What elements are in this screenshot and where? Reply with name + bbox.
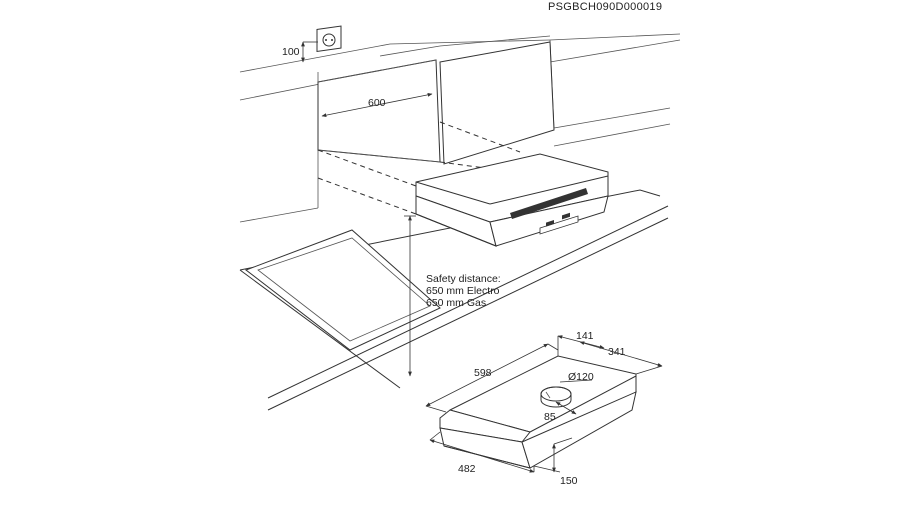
wall-cabinet-left xyxy=(317,59,441,163)
installed-hood xyxy=(415,153,609,247)
hood-width-dimension: 598 xyxy=(425,343,559,413)
wall-cabinet-right xyxy=(379,35,555,165)
safety-distance-title: Safety distance: xyxy=(426,273,501,285)
bottom-width-dimension: 482 xyxy=(429,431,535,475)
hood-depth-label: 341 xyxy=(608,346,626,358)
safety-distance-electro: 650 mm Electro xyxy=(426,285,500,297)
duct-offset-dimension: 85 xyxy=(544,401,577,423)
cabinet-width-dimension: 600 xyxy=(321,92,433,118)
duct-offset-label: 85 xyxy=(544,411,556,423)
top-offset-dimension: 141 xyxy=(557,330,605,356)
hood-depth-dimension: 341 xyxy=(579,341,663,375)
socket-height-label: 100 xyxy=(282,46,300,58)
duct-diameter-dimension: Ø120 xyxy=(559,371,594,383)
hob xyxy=(244,229,441,351)
safety-distance-dimension: Safety distance: 650 mm Electro 650 mm G… xyxy=(404,215,501,377)
safety-distance-gas: 650 mm Gas xyxy=(426,297,486,309)
cabinet-width-label: 600 xyxy=(368,97,386,109)
bottom-width-label: 482 xyxy=(458,463,476,475)
socket-height-dimension: 100 xyxy=(282,41,318,63)
worktop xyxy=(239,189,669,411)
top-offset-label: 141 xyxy=(576,330,594,342)
projection-lines xyxy=(317,121,521,215)
hood-height-label: 150 xyxy=(560,475,578,487)
wall-socket xyxy=(316,25,342,53)
hood-dimension-drawing xyxy=(439,355,637,469)
document-code: PSGBCH090D000019 xyxy=(548,1,662,13)
hood-height-dimension: 150 xyxy=(533,437,578,487)
hood-width-label: 598 xyxy=(474,367,492,379)
duct-diameter-label: Ø120 xyxy=(568,371,594,383)
